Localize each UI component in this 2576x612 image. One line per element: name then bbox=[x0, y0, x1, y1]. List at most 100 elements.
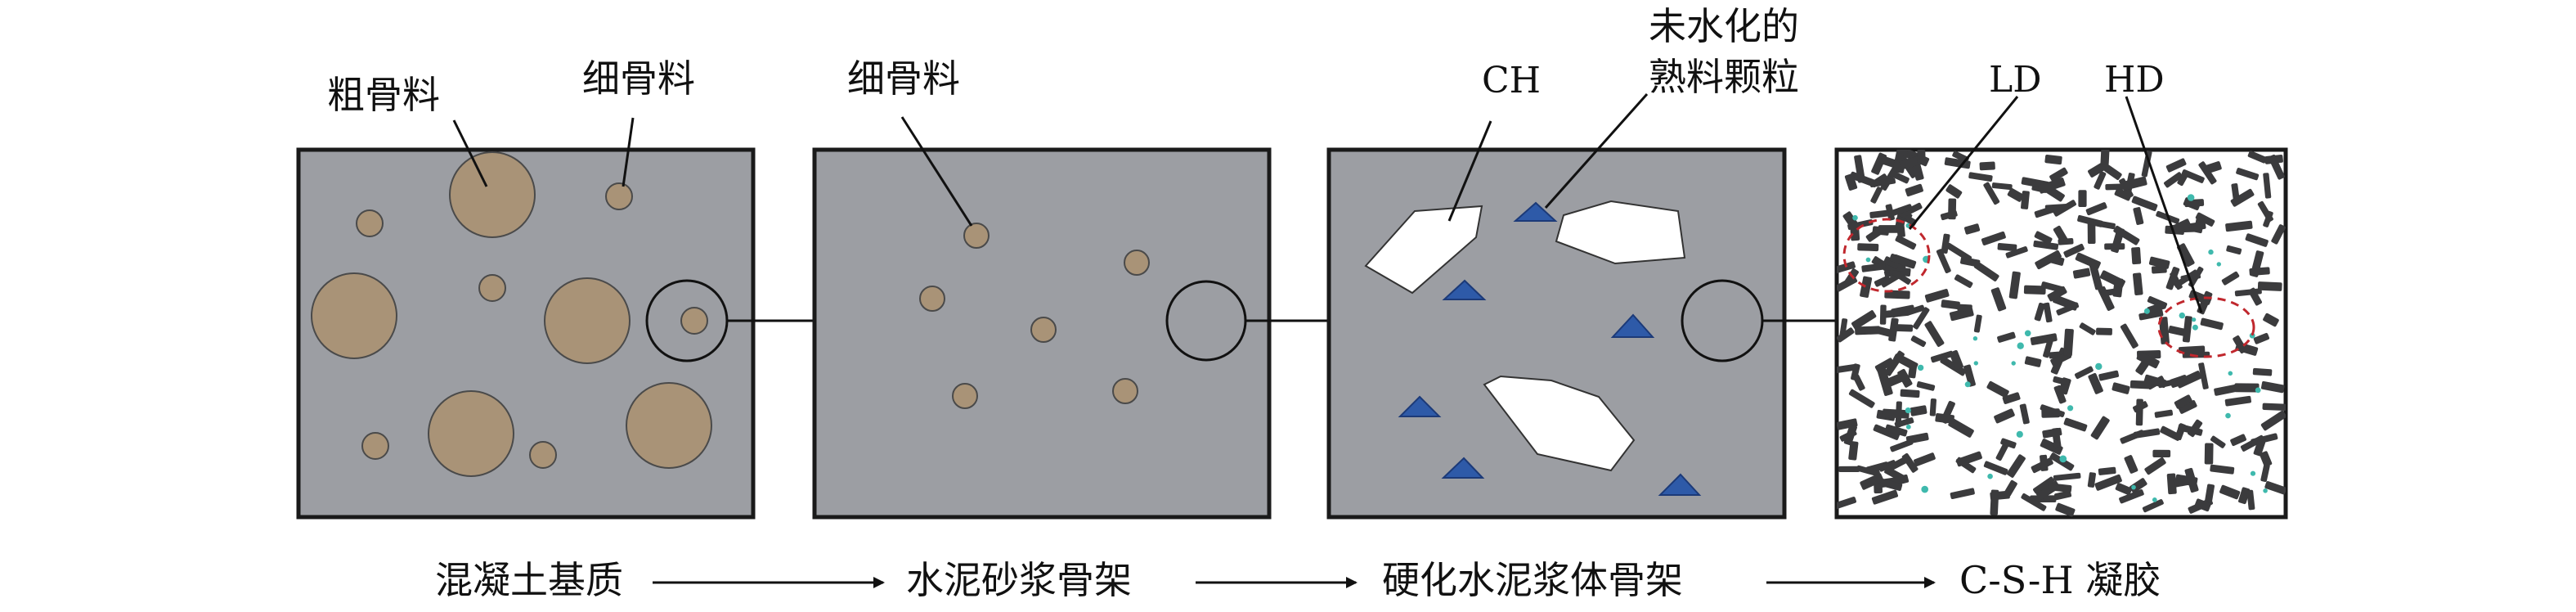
csh-particle bbox=[1851, 363, 1860, 381]
water-pore bbox=[2095, 362, 2103, 371]
fine-aggregate-group bbox=[919, 223, 1150, 409]
csh-particle bbox=[2023, 285, 2046, 295]
csh-particle bbox=[2264, 155, 2283, 164]
csh-particle bbox=[2230, 434, 2246, 447]
csh-particle bbox=[1917, 150, 1926, 165]
csh-particle bbox=[2063, 417, 2088, 432]
csh-particle bbox=[2087, 221, 2096, 245]
csh-particle bbox=[2263, 313, 2279, 327]
csh-particle bbox=[1940, 356, 1967, 376]
csh-particle bbox=[2115, 483, 2133, 496]
csh-particle bbox=[2100, 150, 2110, 165]
csh-particle bbox=[1963, 364, 1976, 387]
csh-particle bbox=[2200, 317, 2224, 331]
csh-particle bbox=[2177, 423, 2203, 436]
coarse-aggregate bbox=[544, 277, 631, 364]
water-pore bbox=[2143, 308, 2150, 314]
csh-particle bbox=[2240, 434, 2265, 452]
csh-particle bbox=[1910, 335, 1927, 348]
water-pore bbox=[1987, 473, 1993, 479]
water-pore bbox=[2179, 312, 2185, 319]
csh-particle bbox=[2088, 372, 2103, 394]
leader-line bbox=[452, 119, 488, 187]
csh-particle bbox=[1905, 183, 1923, 197]
csh-particle bbox=[2079, 322, 2096, 335]
csh-particle bbox=[1948, 418, 1974, 438]
csh-particle bbox=[1983, 182, 2000, 205]
csh-particle bbox=[2184, 199, 2205, 208]
csh-particle bbox=[2006, 454, 2026, 478]
caption-row: 混凝土基质 水泥砂浆骨架 硬化水泥浆体骨架 C-S-H 凝胶 bbox=[435, 558, 2161, 602]
water-pore bbox=[1972, 336, 1978, 341]
csh-particle bbox=[2040, 439, 2063, 455]
csh-particle bbox=[2164, 172, 2183, 188]
clinker-label-line1: 未水化的 bbox=[1649, 4, 1799, 48]
csh-particle bbox=[2165, 267, 2180, 290]
csh-particle bbox=[2144, 457, 2166, 475]
csh-particle bbox=[1924, 321, 1945, 347]
csh-particle bbox=[2099, 270, 2125, 289]
csh-particle bbox=[1837, 363, 1858, 374]
csh-particle bbox=[1895, 235, 1917, 250]
csh-particle bbox=[1860, 276, 1873, 298]
csh-particle bbox=[2133, 207, 2144, 225]
csh-particle bbox=[1986, 380, 2009, 398]
csh-particle bbox=[1957, 304, 1972, 313]
csh-particle bbox=[1890, 439, 1914, 452]
csh-particle bbox=[2049, 167, 2068, 182]
csh-particle bbox=[2152, 449, 2171, 458]
csh-particle bbox=[2135, 398, 2143, 426]
csh-particle bbox=[1894, 324, 1914, 332]
csh-particle bbox=[2147, 302, 2166, 314]
csh-particle bbox=[2248, 287, 2262, 306]
csh-particle bbox=[1887, 204, 1913, 218]
csh-particle bbox=[1870, 187, 1883, 204]
csh-particle bbox=[1861, 263, 1883, 272]
csh-particle bbox=[2098, 466, 2116, 475]
csh-particle bbox=[2053, 376, 2069, 385]
csh-particle bbox=[2257, 281, 2282, 291]
csh-particle bbox=[2058, 238, 2074, 245]
csh-particle bbox=[2230, 188, 2255, 207]
csh-particle bbox=[2063, 328, 2074, 357]
csh-particle bbox=[1857, 243, 1879, 252]
csh-particle bbox=[2124, 455, 2138, 474]
water-pore bbox=[1905, 424, 1911, 430]
csh-particle bbox=[2143, 374, 2167, 389]
csh-particle bbox=[1950, 488, 1975, 499]
csh-particle bbox=[1894, 417, 1914, 428]
csh-particle bbox=[1838, 466, 1860, 473]
csh-particle bbox=[2148, 256, 2170, 269]
csh-particle bbox=[2142, 499, 2164, 513]
csh-particle bbox=[2103, 164, 2122, 180]
csh-particle bbox=[2214, 384, 2240, 396]
csh-particle bbox=[1853, 374, 1865, 391]
csh-particle bbox=[2021, 493, 2047, 511]
water-pore bbox=[2059, 455, 2067, 463]
csh-particle bbox=[2078, 190, 2087, 208]
csh-particle bbox=[1883, 256, 1901, 269]
csh-particle bbox=[1891, 304, 1915, 318]
csh-particle bbox=[2120, 323, 2138, 349]
csh-particle bbox=[1994, 408, 2015, 424]
csh-particle bbox=[2098, 370, 2120, 381]
csh-particle bbox=[2204, 443, 2214, 465]
csh-particle bbox=[2132, 272, 2143, 295]
csh-particle bbox=[2182, 316, 2192, 343]
water-pore bbox=[2225, 412, 2231, 419]
water-pore bbox=[2024, 330, 2031, 337]
coarse-aggregate-label: 粗骨料 bbox=[327, 73, 440, 117]
csh-particle bbox=[2034, 231, 2053, 245]
caption-mortar-skeleton: 水泥砂浆骨架 bbox=[906, 558, 1132, 602]
csh-particle bbox=[2235, 341, 2259, 356]
csh-particle bbox=[1968, 172, 1993, 182]
csh-particle bbox=[2089, 263, 2103, 290]
csh-particle bbox=[1880, 479, 1903, 491]
csh-particle bbox=[1892, 270, 1911, 285]
fine-aggregate bbox=[963, 223, 990, 249]
water-pore bbox=[2152, 497, 2157, 502]
csh-particle bbox=[1871, 489, 1899, 505]
panel-mortar-skeleton: 细骨料 bbox=[812, 56, 1272, 520]
clinker-label-line2: 熟料颗粒 bbox=[1649, 55, 1799, 99]
